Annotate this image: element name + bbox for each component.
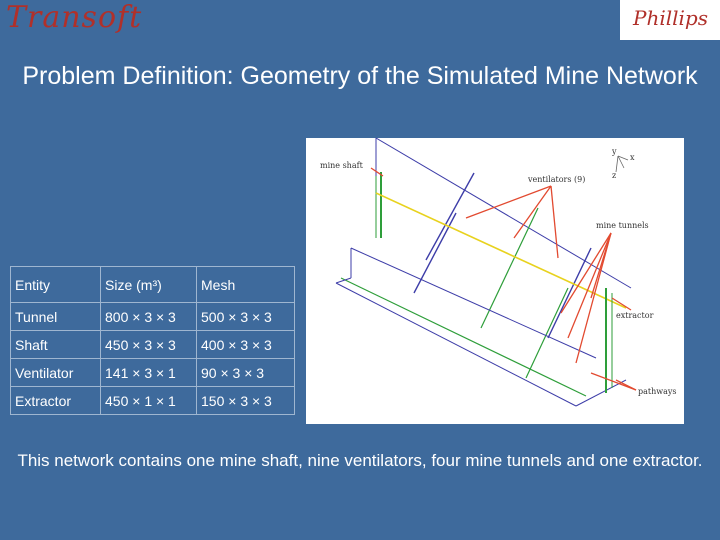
lower-slab-edge-4: [575, 379, 627, 407]
cell-mesh: 500 × 3 × 3: [196, 302, 295, 331]
arrow-extractor: [611, 297, 632, 311]
label-extractor: extractor: [616, 311, 654, 320]
label-ventilators: ventilators (9): [527, 175, 585, 184]
table-row: Tunnel 800 × 3 × 3 500 × 3 × 3: [10, 302, 295, 331]
phillips-logo: Phillips: [620, 0, 720, 40]
header-entity: Entity: [10, 266, 101, 303]
tunnel-line-1: [375, 192, 627, 309]
ventilator-line-5: [525, 287, 569, 379]
label-mine-shaft: mine shaft: [320, 161, 364, 170]
arrow-tunnel-2: [567, 232, 612, 339]
slide-caption: This network contains one mine shaft, ni…: [17, 451, 703, 470]
tunnel-line-2: [350, 247, 597, 359]
arrow-vent-3: [550, 185, 559, 259]
slide-title: Problem Definition: Geometry of the Simu…: [22, 62, 698, 90]
cell-size: 141 × 3 × 1: [100, 358, 197, 387]
cell-mesh: 400 × 3 × 3: [196, 330, 295, 359]
arrow-tunnel-4: [590, 232, 612, 299]
lower-slab-edge-2: [335, 277, 352, 284]
mine-network-diagram: x y z mine shaft ventilators (9) mine tu…: [320, 138, 677, 407]
tunnel-line-3: [340, 277, 587, 397]
lower-slab-edge-3: [335, 282, 577, 407]
cell-size: 800 × 3 × 3: [100, 302, 197, 331]
ventilator-line-2: [413, 212, 457, 294]
top-slab-edge-1: [375, 138, 632, 289]
mine-network-figure: x y z mine shaft ventilators (9) mine tu…: [306, 138, 684, 424]
header-mesh: Mesh: [196, 266, 295, 303]
cell-entity: Tunnel: [10, 302, 101, 331]
ventilator-line-4: [547, 247, 592, 339]
cell-entity: Shaft: [10, 330, 101, 359]
arrow-pathways-2: [615, 379, 637, 391]
entity-table: Entity Size (m³) Mesh Tunnel 800 × 3 × 3…: [10, 266, 295, 415]
cell-entity: Ventilator: [10, 358, 101, 387]
cell-size: 450 × 3 × 3: [100, 330, 197, 359]
arrow-tunnel-3: [575, 232, 612, 364]
cell-mesh: 90 × 3 × 3: [196, 358, 295, 387]
label-pathways: pathways: [638, 387, 677, 396]
cell-mesh: 150 × 3 × 3: [196, 386, 295, 415]
cell-size: 450 × 1 × 1: [100, 386, 197, 415]
axis-glyph-1: [617, 155, 629, 161]
table-row: Shaft 450 × 3 × 3 400 × 3 × 3: [10, 330, 295, 359]
arrow-vent-2: [513, 185, 552, 239]
table-header-row: Entity Size (m³) Mesh: [10, 266, 295, 303]
header-size: Size (m³): [100, 266, 197, 303]
arrow-tunnel-1: [560, 232, 612, 314]
axis-glyph-3: [615, 155, 619, 173]
arrow-shaft: [370, 167, 384, 177]
axis-z-label: z: [612, 171, 616, 180]
phillips-logo-text: Phillips: [633, 6, 708, 30]
axis-x-label: x: [630, 153, 635, 162]
arrow-vent-1: [465, 185, 552, 219]
transoft-logo: Transoft: [6, 0, 143, 35]
arrow-pathways-1: [590, 372, 637, 391]
ventilator-line-3: [480, 207, 539, 329]
axis-y-label: y: [611, 147, 617, 156]
label-mine-tunnels: mine tunnels: [596, 221, 649, 230]
ventilator-line-1: [425, 172, 475, 261]
cell-entity: Extractor: [10, 386, 101, 415]
table-row: Extractor 450 × 1 × 1 150 × 3 × 3: [10, 386, 295, 415]
axis-glyph-2: [617, 155, 625, 169]
table-row: Ventilator 141 × 3 × 1 90 × 3 × 3: [10, 358, 295, 387]
